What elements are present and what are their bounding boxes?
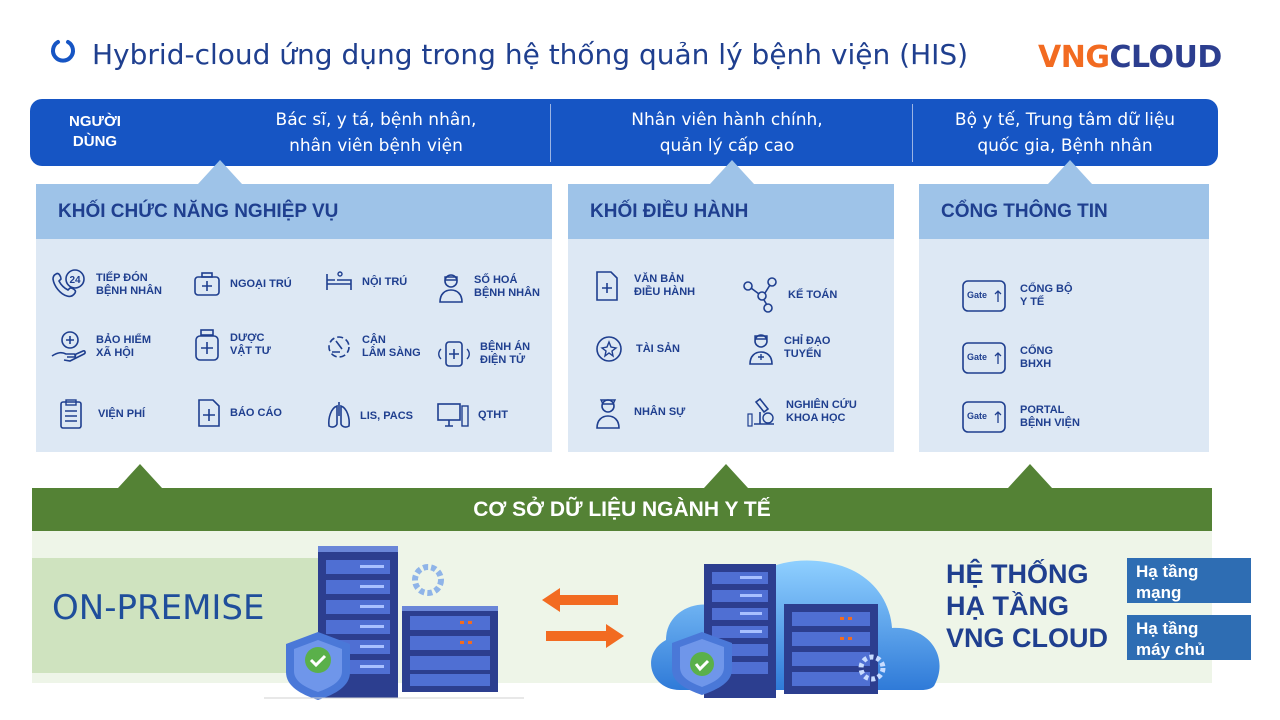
item-lis-pacs[interactable]: LIS, PACS — [326, 400, 413, 432]
user-bar — [30, 99, 1218, 166]
page-title: Hybrid-cloud ứng dụng trong hệ thống quả… — [92, 38, 969, 71]
connector-arrow — [198, 160, 242, 184]
gate-text: Gate — [967, 290, 988, 300]
item-qtht[interactable]: QTHT — [436, 402, 508, 428]
connector-arrow — [710, 160, 754, 184]
item-ke-toan[interactable]: KẾ TOÁN — [742, 276, 837, 314]
panel-portal — [919, 239, 1209, 452]
computer-icon — [437, 403, 469, 427]
item-noi-tru[interactable]: NỘI TRÚ — [324, 270, 407, 294]
onpremise-server-icon — [264, 546, 524, 700]
report-icon — [198, 399, 220, 427]
mobile-health-icon — [438, 341, 470, 367]
doctor-icon — [439, 274, 463, 303]
hospital-bed-icon — [326, 271, 352, 290]
svg-text:24: 24 — [69, 275, 81, 286]
onpremise-label: ON-PREMISE — [52, 588, 265, 628]
database-bar: CƠ SỞ DỮ LIỆU NGÀNH Y TẾ — [32, 488, 1212, 531]
insurance-hand-icon — [51, 331, 86, 362]
panel-business-title: KHỐI CHỨC NĂNG NGHIỆP VỤ — [36, 184, 552, 239]
user-group-1: Bác sĩ, y tá, bệnh nhân,nhân viên bệnh v… — [275, 110, 477, 156]
vng-cloud-logo: VNGCLOUD — [1038, 40, 1222, 75]
user-group-2: Nhân viên hành chính,quản lý cấp cao — [631, 110, 823, 156]
panel-executive-title: KHỐI ĐIỀU HÀNH — [568, 184, 894, 239]
asset-icon — [596, 336, 622, 362]
gate-text: Gate — [967, 411, 988, 421]
item-vien-phi[interactable]: VIỆN PHÍ — [58, 398, 145, 430]
microscope-icon — [328, 336, 350, 358]
item-nhan-su[interactable]: NHÂN SỰ — [594, 394, 685, 430]
panel-portal-title: CỔNG THÔNG TIN — [919, 184, 1209, 239]
medkit-icon — [194, 272, 220, 296]
lungs-icon — [328, 402, 350, 428]
item-bao-cao[interactable]: BÁO CÁO — [196, 398, 282, 428]
network-icon — [743, 277, 777, 313]
director-icon — [749, 334, 773, 365]
medicine-jar-icon — [195, 329, 219, 361]
cloud-server-icon — [651, 560, 940, 698]
gate-text: Gate — [967, 352, 988, 362]
document-icon — [596, 271, 618, 301]
connector-arrow — [118, 464, 162, 488]
research-icon — [747, 397, 774, 427]
ring-logo-icon — [51, 40, 75, 63]
panel-business — [36, 239, 552, 452]
panel-executive — [568, 239, 894, 452]
gate-icon — [962, 342, 1006, 374]
gate-icon — [962, 401, 1006, 433]
clipboard-icon — [60, 399, 82, 429]
sync-arrows-icon — [542, 588, 624, 648]
connector-arrow — [1008, 464, 1052, 488]
item-tai-san[interactable]: TÀI SẢN — [594, 334, 680, 364]
item-ngoai-tru[interactable]: NGOẠI TRÚ — [192, 270, 292, 298]
connector-arrow — [1048, 160, 1092, 184]
gate-icon — [962, 280, 1006, 312]
phone-24-icon: 24 — [52, 269, 85, 298]
onpremise-band — [32, 558, 318, 673]
connector-arrow — [704, 464, 748, 488]
nurse-icon — [596, 399, 620, 429]
